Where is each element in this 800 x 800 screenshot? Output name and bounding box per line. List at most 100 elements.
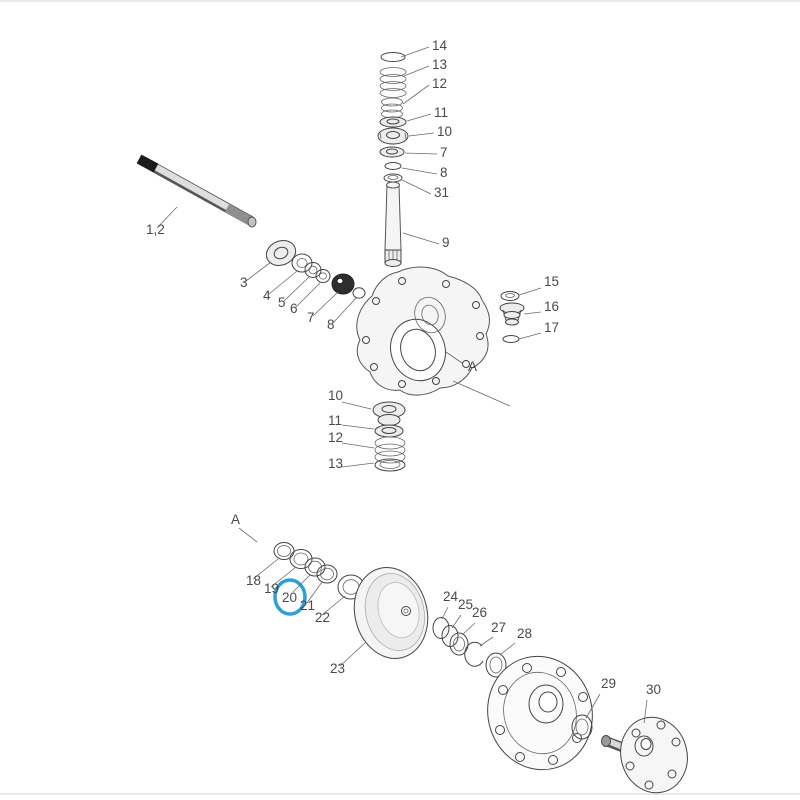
part-label-31: 31: [434, 185, 449, 200]
part-label-4: 4: [263, 288, 271, 303]
part-label-16: 16: [544, 299, 559, 314]
leader-line-15: [518, 287, 542, 296]
leader-line-17: [518, 332, 542, 340]
leader-line-3: [245, 261, 272, 282]
highlight-ring-part-20: [273, 578, 307, 616]
subassembly-axis-line: [452, 380, 511, 407]
part-8-oring-row: [352, 287, 366, 299]
part-30-flange: [601, 716, 688, 794]
part-13-ring-lower: [374, 458, 406, 472]
part-label-8b: 8: [327, 317, 335, 332]
leader-line-14: [400, 46, 430, 58]
part-8-oring-top: [384, 162, 402, 170]
part-21-ring: [316, 564, 338, 584]
part-label-6: 6: [290, 301, 298, 316]
part-5-ring: [304, 262, 322, 278]
part-7-disc: [331, 273, 355, 295]
leader-line-28: [499, 642, 516, 656]
leader-line-A-lower: [238, 527, 258, 543]
part-label-7b: 7: [307, 310, 315, 325]
part-label-25: 25: [458, 597, 473, 612]
part-23-cover: [353, 567, 429, 659]
part-label-13b: 13: [328, 456, 343, 471]
part-label-14: 14: [432, 38, 448, 53]
part-label-12: 12: [432, 76, 447, 91]
part-label-8a: 8: [440, 165, 448, 180]
part-11-washer-lower: [374, 424, 404, 438]
part-18-ring: [273, 542, 295, 560]
leader-line-7a: [404, 152, 438, 155]
part-label-29: 29: [601, 676, 616, 691]
part-23-cover-hole: [401, 606, 411, 616]
leader-line-25: [451, 614, 462, 629]
part-label-9: 9: [442, 235, 450, 250]
leader-line-1-2: [156, 206, 178, 229]
part-10-splined-bearing: [377, 127, 409, 145]
leader-line-4: [268, 270, 298, 295]
part-3-bearing: [265, 240, 297, 266]
leader-line-13: [403, 65, 430, 77]
part-label-18: 18: [246, 573, 261, 588]
part-label-17: 17: [544, 320, 559, 335]
leader-line-12b: [341, 442, 375, 449]
leader-line-16: [523, 311, 542, 315]
part-24-ring: [432, 617, 450, 639]
leader-line-6: [295, 282, 321, 308]
part-26-ring: [449, 632, 469, 656]
part-label-19: 19: [264, 581, 279, 596]
part-label-7a: 7: [440, 145, 448, 160]
part-label-11b: 11: [328, 413, 342, 428]
part-12-spring-lower: [374, 436, 406, 464]
part-1-2-axle-shaft: [136, 154, 257, 228]
part-label-10b: 10: [328, 388, 343, 403]
hub-center-boss: [528, 684, 564, 724]
part-12-spring: [381, 97, 403, 119]
part-label-21: 21: [300, 598, 315, 613]
leader-line-8a: [401, 167, 438, 175]
leader-line-19: [270, 566, 297, 588]
leader-line-11: [406, 113, 432, 122]
part-label-15: 15: [544, 274, 559, 289]
part-label-22: 22: [315, 610, 330, 625]
part-label-A-lower: A: [231, 512, 240, 527]
leader-line-30: [643, 699, 648, 724]
hub-flange-bolt-holes: [495, 663, 588, 765]
part-7-washer-top: [379, 146, 405, 158]
leader-line-8b: [332, 297, 357, 324]
part-label-3: 3: [240, 275, 248, 290]
leader-line-A-upper: [445, 351, 463, 364]
leader-line-29: [585, 693, 601, 719]
part-15-ring: [500, 291, 520, 301]
part-label-30: 30: [646, 682, 661, 697]
leader-lines: [156, 46, 648, 724]
part-17-oring: [502, 335, 520, 343]
leader-line-22: [321, 595, 346, 616]
part-6-ring: [315, 269, 331, 283]
part-label-13: 13: [432, 57, 447, 72]
part-9-pinion-shaft: [384, 181, 402, 267]
leader-line-7b: [312, 291, 339, 317]
part-29-seal: [571, 714, 593, 740]
leader-line-27: [479, 636, 494, 647]
part-label-23: 23: [330, 661, 345, 676]
leader-line-10: [408, 132, 435, 137]
part-10-bearing-lower: [372, 401, 406, 426]
leader-line-10b: [341, 401, 372, 410]
leader-line-13b: [341, 462, 375, 468]
part-label-11: 11: [434, 105, 448, 120]
part-20-ring: [304, 557, 326, 577]
part-31-ring: [383, 173, 403, 183]
hub-flange: [487, 655, 593, 771]
part-label-5: 5: [278, 295, 286, 310]
leader-line-26: [461, 622, 476, 636]
leader-line-18: [252, 558, 279, 580]
leader-line-20: [292, 574, 311, 593]
leader-line-9: [402, 232, 440, 245]
part-label-A-upper: A: [468, 359, 477, 374]
part-13-spring: [379, 67, 407, 98]
leader-line-21: [306, 581, 323, 604]
part-14-snap-ring: [380, 52, 406, 62]
